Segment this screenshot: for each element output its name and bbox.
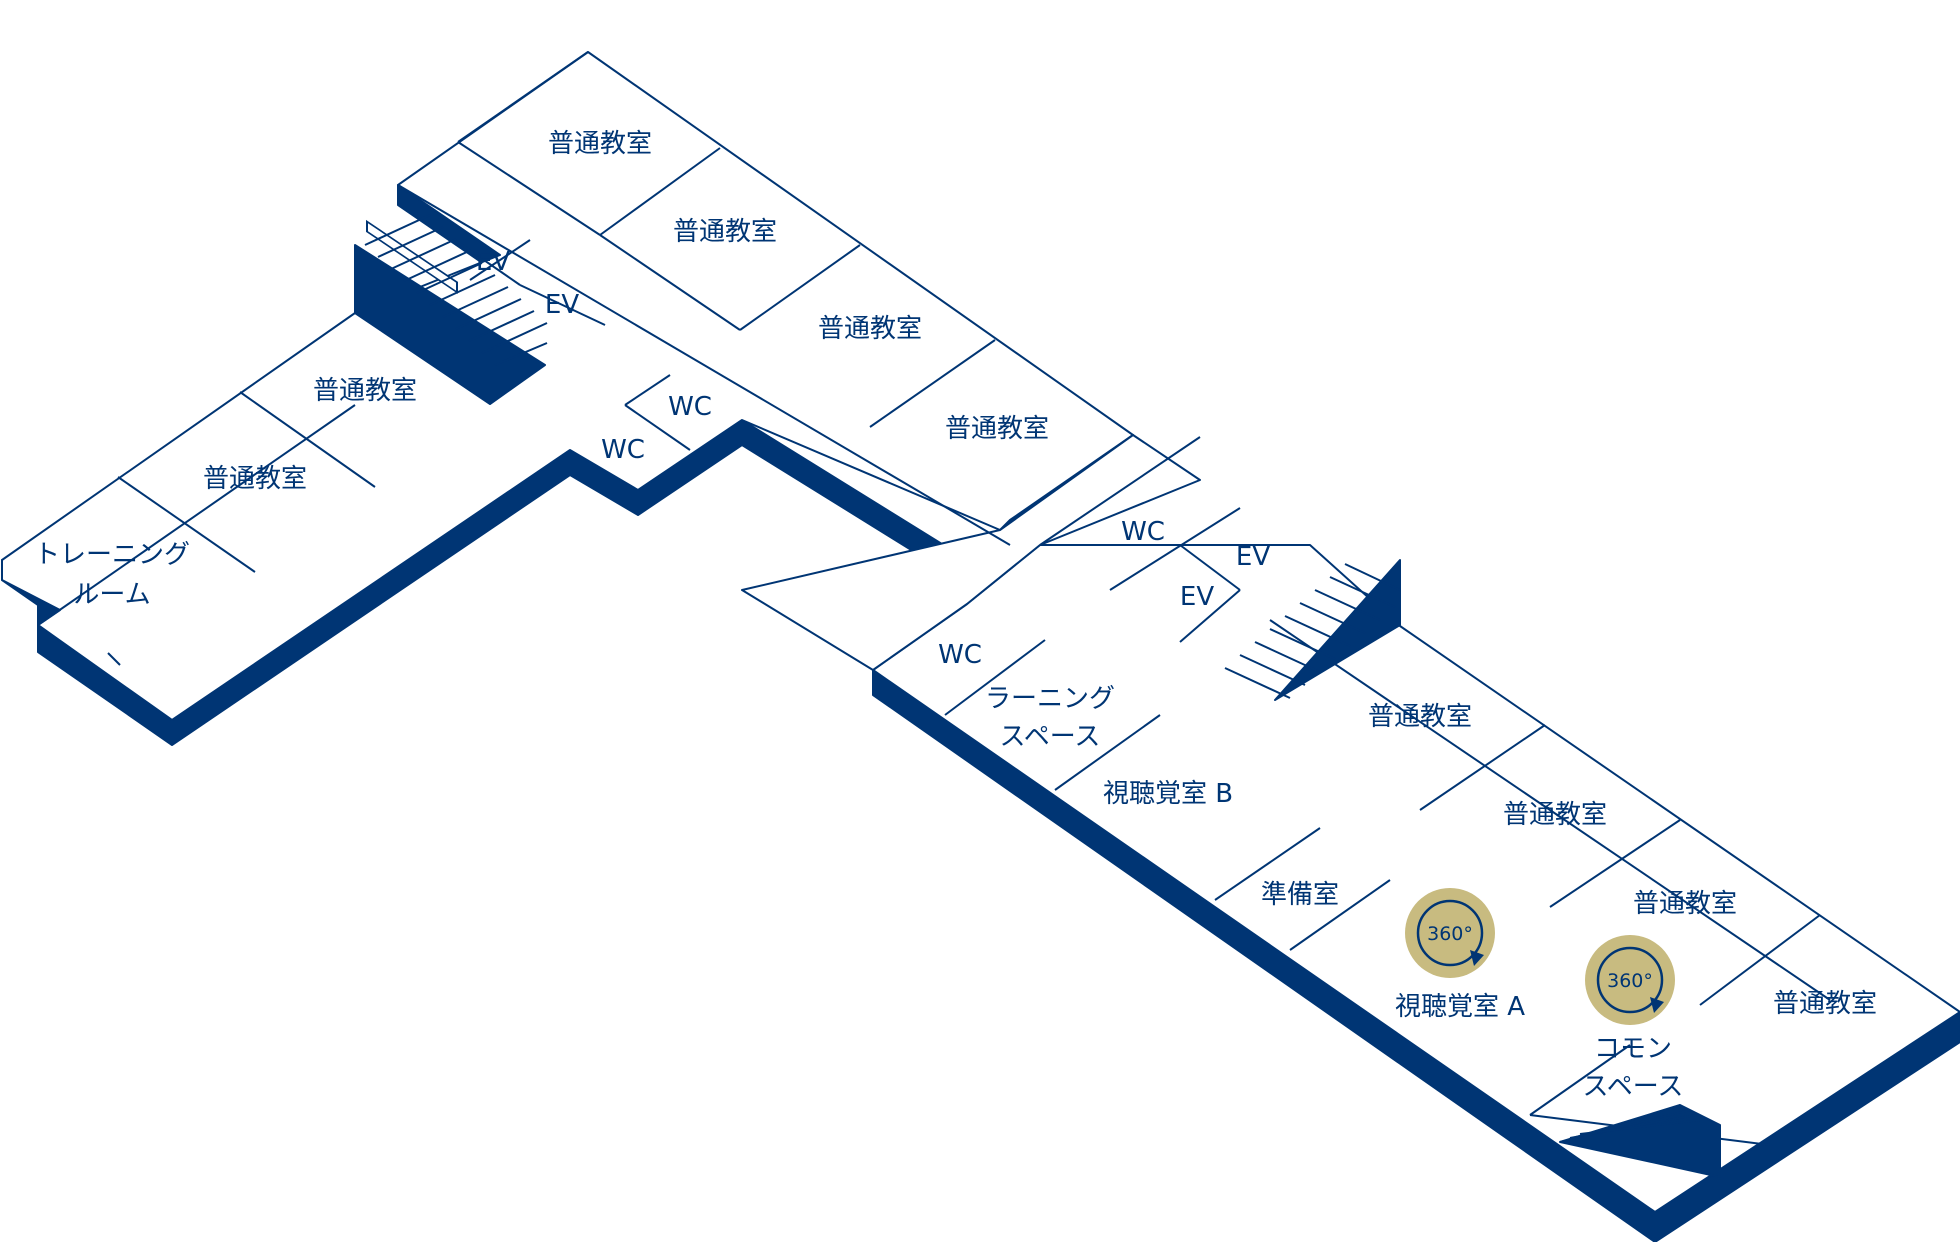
panorama-badge-label: 360° [1607, 970, 1653, 992]
learning-space-label-line2: スペース [1000, 722, 1101, 752]
panorama-badge-av-room-a[interactable]: 360° [1405, 888, 1495, 978]
classroom-label: 普通教室 [313, 376, 417, 406]
classroom-label: 普通教室 [203, 464, 307, 494]
classroom-label: 普通教室 [673, 217, 777, 247]
room-labels: 普通教室 普通教室 普通教室 普通教室 普通教室 普通教室 EV EV WC W… [34, 129, 1877, 1102]
room-dividers [37, 51, 1831, 1146]
training-room-label-line2: ルーム [73, 580, 150, 610]
classroom-label: 普通教室 [1368, 702, 1472, 732]
wc-label: WC [601, 435, 645, 465]
panorama-badge-common-space[interactable]: 360° [1585, 935, 1675, 1025]
stairs-bottom [1559, 1104, 1721, 1178]
common-space-label-line2: スペース [1583, 1072, 1684, 1102]
wc-label: WC [1121, 517, 1165, 547]
ev-label: EV [1236, 542, 1270, 572]
classroom-label: 普通教室 [1773, 989, 1877, 1019]
wc-label: WC [668, 392, 712, 422]
rotate-360-icon [1596, 946, 1664, 1014]
ev-label: EV [1180, 582, 1214, 612]
ev-label: EV [476, 247, 510, 277]
classroom-label: 普通教室 [1503, 800, 1607, 830]
prep-room-label: 準備室 [1261, 880, 1339, 910]
classroom-label: 普通教室 [945, 414, 1049, 444]
wc-label: WC [938, 640, 982, 670]
training-room-label-line1: トレーニング [34, 540, 190, 570]
rotate-360-icon [1416, 899, 1484, 967]
building-top [1, 51, 1960, 1213]
learning-space-label-line1: ラーニング [985, 684, 1115, 714]
av-room-a-label: 視聴覚室 A [1395, 992, 1525, 1022]
stairs-right [1224, 559, 1401, 701]
common-space-label-line1: コモン [1594, 1034, 1672, 1064]
classroom-label: 普通教室 [818, 314, 922, 344]
panorama-badge-label: 360° [1427, 923, 1473, 945]
classroom-label: 普通教室 [548, 129, 652, 159]
av-room-b-label: 視聴覚室 B [1103, 779, 1233, 809]
classroom-label: 普通教室 [1633, 889, 1737, 919]
stairs-upper-left [354, 214, 548, 405]
ev-label: EV [545, 290, 579, 320]
